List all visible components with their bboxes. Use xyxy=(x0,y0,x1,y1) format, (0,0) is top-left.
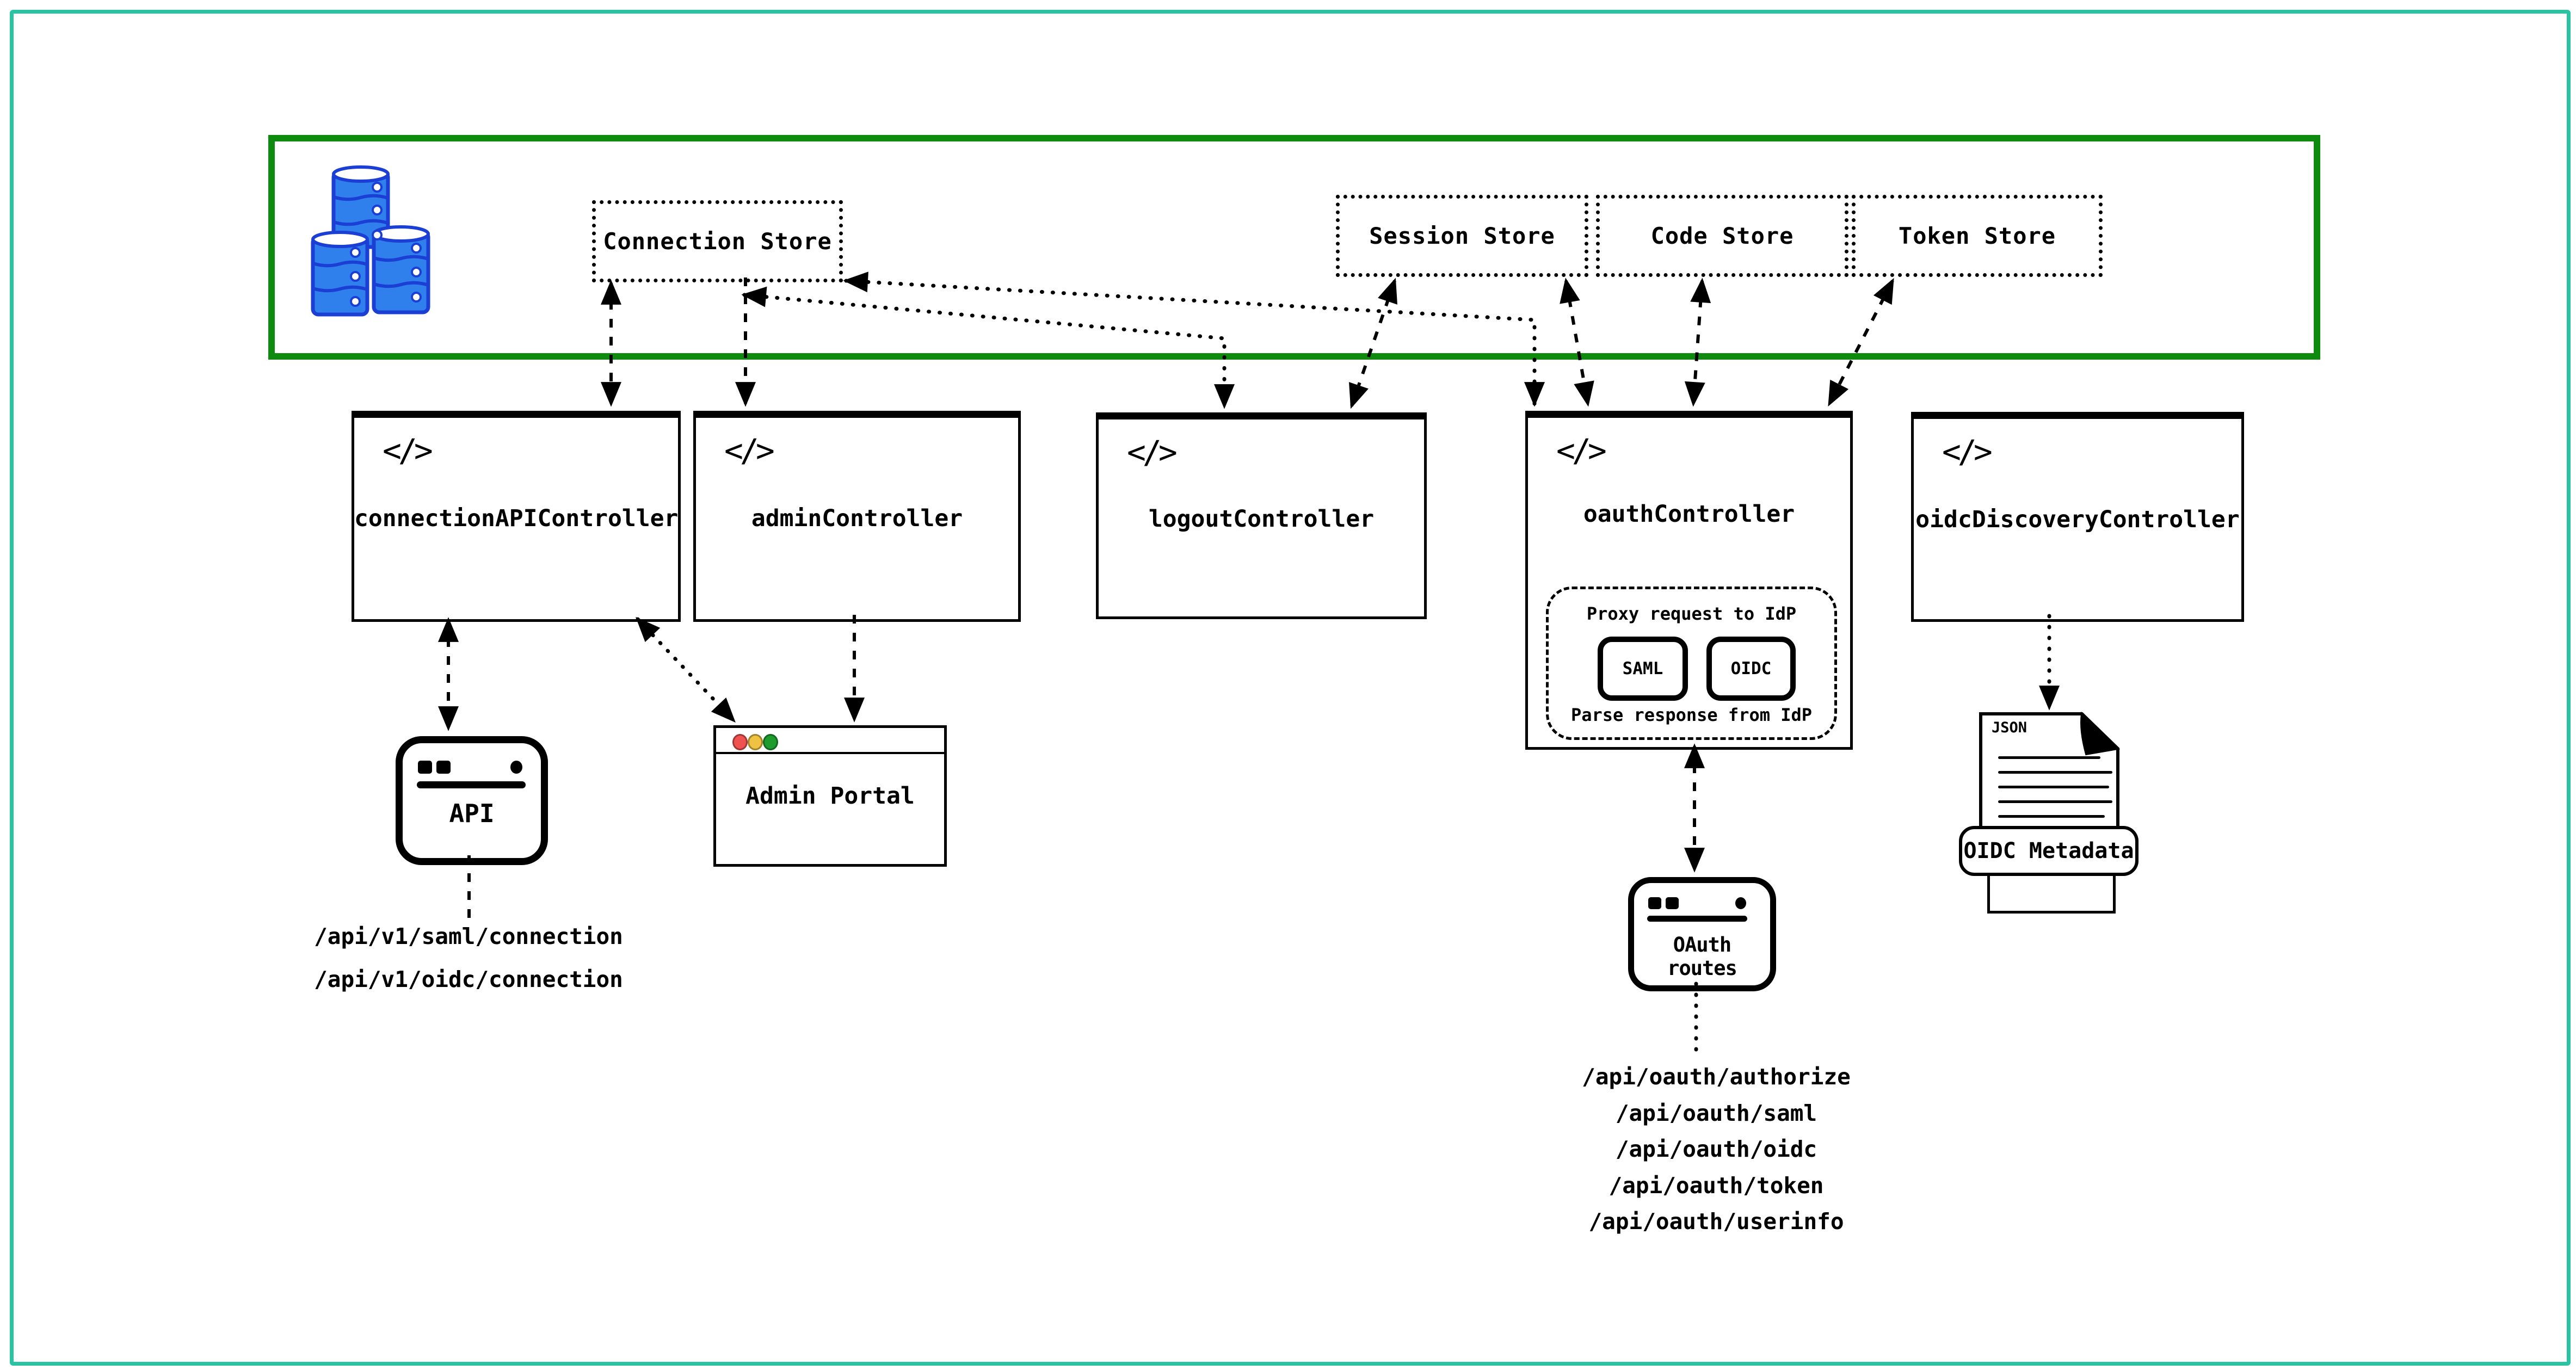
json-file-type-label: JSON xyxy=(1992,719,2027,736)
traffic-light-yellow xyxy=(748,734,763,750)
code-icon: </> xyxy=(383,432,433,469)
oauth-routes-label: OAuth routes xyxy=(1667,933,1737,980)
api-app-box: API xyxy=(396,736,548,865)
parse-response-label: Parse response from IdP xyxy=(1570,705,1813,725)
token-store-box: Token Store xyxy=(1852,195,2103,277)
oauth-path: /api/oauth/oidc xyxy=(1615,1136,1817,1162)
window-dot xyxy=(436,761,451,774)
doc-text-line xyxy=(1998,786,2109,788)
token-store-label: Token Store xyxy=(1898,223,2056,249)
admin-portal-titlebar xyxy=(716,728,944,754)
oauth-controller-label: oauthController xyxy=(1583,501,1795,528)
saml-label: SAML xyxy=(1622,659,1663,678)
api-label: API xyxy=(449,799,495,828)
window-dot xyxy=(418,761,432,774)
logout-controller-label: logoutController xyxy=(1148,505,1375,533)
oidc-metadata-band: OIDC Metadata xyxy=(1959,826,2139,876)
admin-portal-window: Admin Portal xyxy=(713,725,947,867)
saml-protocol-box: SAML xyxy=(1598,637,1688,701)
code-icon: </> xyxy=(1942,433,1993,470)
oauth-controller-box: </> oauthController Proxy request to IdP… xyxy=(1525,411,1853,750)
traffic-light-green xyxy=(763,734,778,750)
connection-store-label: Connection Store xyxy=(603,228,832,255)
oauth-path: /api/oauth/token xyxy=(1609,1172,1824,1199)
session-store-label: Session Store xyxy=(1369,223,1555,249)
oidc-discovery-controller-label: oidcDiscoveryController xyxy=(1915,506,2240,533)
window-dot xyxy=(1648,897,1661,909)
oauth-path: /api/oauth/saml xyxy=(1615,1100,1817,1126)
connection-store-box: Connection Store xyxy=(592,200,843,282)
window-bar xyxy=(417,781,526,788)
outer-frame-border xyxy=(10,10,2571,1366)
traffic-light-red xyxy=(732,734,748,750)
session-store-box: Session Store xyxy=(1336,195,1588,277)
oidc-protocol-box: OIDC xyxy=(1706,637,1796,701)
admin-portal-label: Admin Portal xyxy=(745,782,915,810)
oauth-path: /api/oauth/authorize xyxy=(1582,1064,1851,1090)
connection-api-controller-label: connectionAPIController xyxy=(354,505,679,532)
oidc-label: OIDC xyxy=(1730,659,1772,678)
doc-text-line xyxy=(1998,756,2100,759)
code-icon: </> xyxy=(1556,432,1607,469)
code-icon: </> xyxy=(724,432,775,469)
oauth-routes-box: OAuth routes xyxy=(1628,877,1776,991)
doc-text-line xyxy=(1998,800,2112,803)
connection-api-controller-box: </> connectionAPIController xyxy=(352,411,681,622)
idp-proxy-box: Proxy request to IdP SAML OIDC Parse res… xyxy=(1546,587,1837,740)
api-path: /api/v1/oidc/connection xyxy=(314,966,623,992)
code-icon: </> xyxy=(1127,434,1178,471)
window-bar xyxy=(1647,916,1747,922)
code-store-label: Code Store xyxy=(1650,223,1794,249)
api-path: /api/v1/saml/connection xyxy=(314,923,623,949)
window-dot xyxy=(510,761,522,774)
window-dot xyxy=(1666,897,1679,909)
logout-controller-box: </> logoutController xyxy=(1096,412,1427,619)
oauth-path: /api/oauth/userinfo xyxy=(1588,1208,1844,1235)
code-store-box: Code Store xyxy=(1596,195,1848,277)
doc-text-line xyxy=(1998,771,2112,774)
doc-text-line xyxy=(1998,815,2105,818)
window-dot xyxy=(1735,897,1746,909)
admin-controller-label: adminController xyxy=(751,505,963,532)
database-icon xyxy=(311,165,430,317)
proxy-request-label: Proxy request to IdP xyxy=(1586,603,1797,624)
oidc-metadata-label: OIDC Metadata xyxy=(1963,838,2134,863)
admin-controller-box: </> adminController xyxy=(693,411,1021,622)
oidc-discovery-controller-box: </> oidcDiscoveryController xyxy=(1911,412,2244,622)
